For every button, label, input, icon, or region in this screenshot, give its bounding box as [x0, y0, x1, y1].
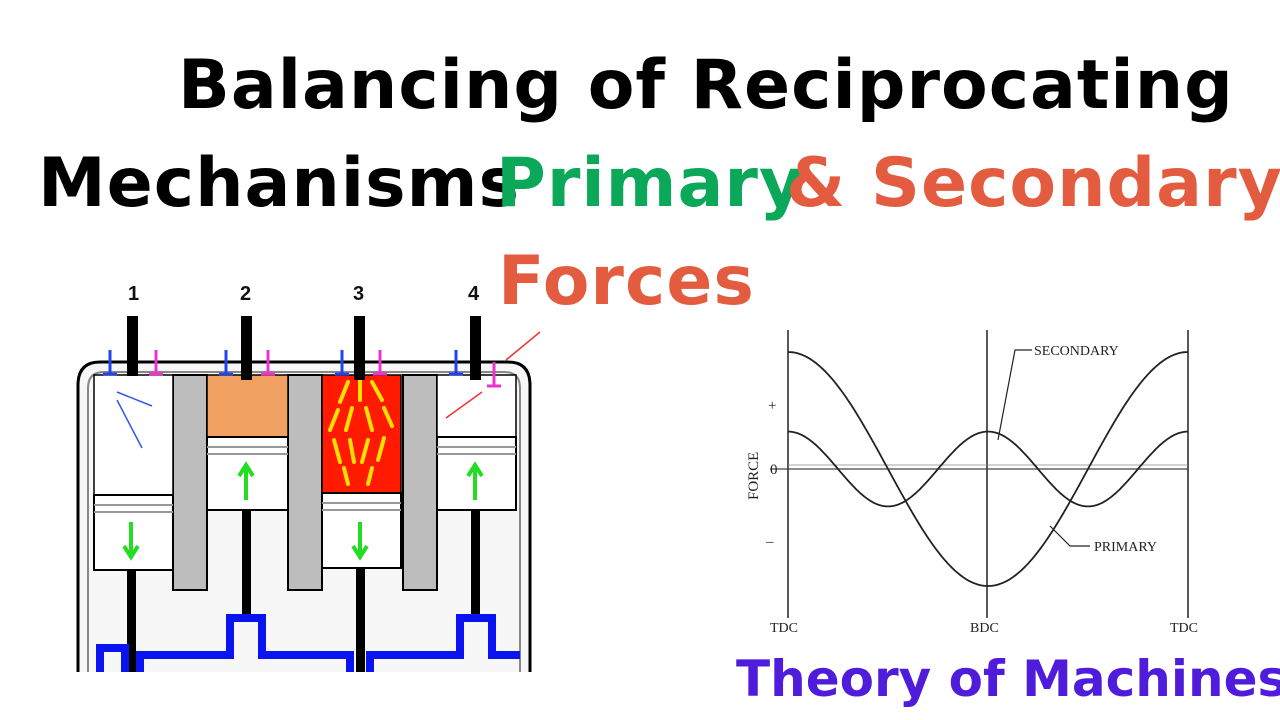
exhaust-arrow-2	[505, 331, 541, 361]
x-tick-bdc: BDC	[970, 621, 999, 636]
conrod-2	[242, 510, 251, 620]
exhaust-arrow-1	[445, 391, 483, 419]
conrod-4	[471, 510, 480, 620]
down-arrow-1	[122, 522, 140, 561]
flame-streaks	[328, 378, 394, 486]
x-tick-tdc-right: TDC	[1170, 621, 1198, 636]
y-tick-minus: –	[765, 534, 774, 550]
piston-1	[93, 494, 174, 571]
intake-arrow-2	[116, 399, 143, 449]
series-secondary	[788, 430, 1188, 508]
cylinder-4-chamber	[436, 374, 517, 438]
cylinder-label-3: 3	[353, 283, 364, 305]
title-line-1: Balancing of Reciprocating	[178, 46, 1234, 125]
crankshaft	[96, 614, 520, 672]
conrod-1	[127, 570, 136, 672]
spark-plug-3	[354, 316, 365, 380]
up-arrow-4	[466, 461, 484, 500]
intake-arrow-1	[116, 391, 153, 407]
spark-plug-2	[241, 316, 252, 380]
conrod-3	[356, 568, 365, 672]
primary-leader	[1049, 525, 1090, 547]
y-tick-zero: 0	[770, 462, 778, 478]
secondary-leader	[997, 349, 1032, 441]
title-secondary: & Secondary	[786, 144, 1280, 223]
down-arrow-3	[351, 522, 369, 561]
series-primary	[787, 351, 1189, 587]
engine-block-inner	[87, 371, 521, 672]
spark-plug-1	[127, 316, 138, 376]
cylinder-label-4: 4	[468, 283, 480, 305]
valves	[103, 350, 501, 388]
y-axis-label: FORCE	[746, 452, 762, 500]
primary-label: PRIMARY	[1094, 540, 1157, 555]
spark-plug-4	[470, 316, 481, 380]
y-tick-plus: +	[768, 398, 776, 414]
title-forces: Forces	[498, 242, 755, 321]
cylinder-label-1: 1	[128, 283, 139, 305]
footer-title: Theory of Machines	[736, 650, 1280, 708]
cylinder-1-chamber	[93, 374, 174, 496]
secondary-label: SECONDARY	[1034, 344, 1119, 359]
cylinder-wall-3	[402, 374, 438, 591]
up-arrow-2	[237, 461, 255, 500]
cylinder-label-2: 2	[240, 283, 251, 305]
title-primary: Primary	[496, 144, 805, 223]
x-tick-tdc-left: TDC	[770, 621, 798, 636]
title-mechanisms: Mechanisms	[38, 144, 520, 223]
